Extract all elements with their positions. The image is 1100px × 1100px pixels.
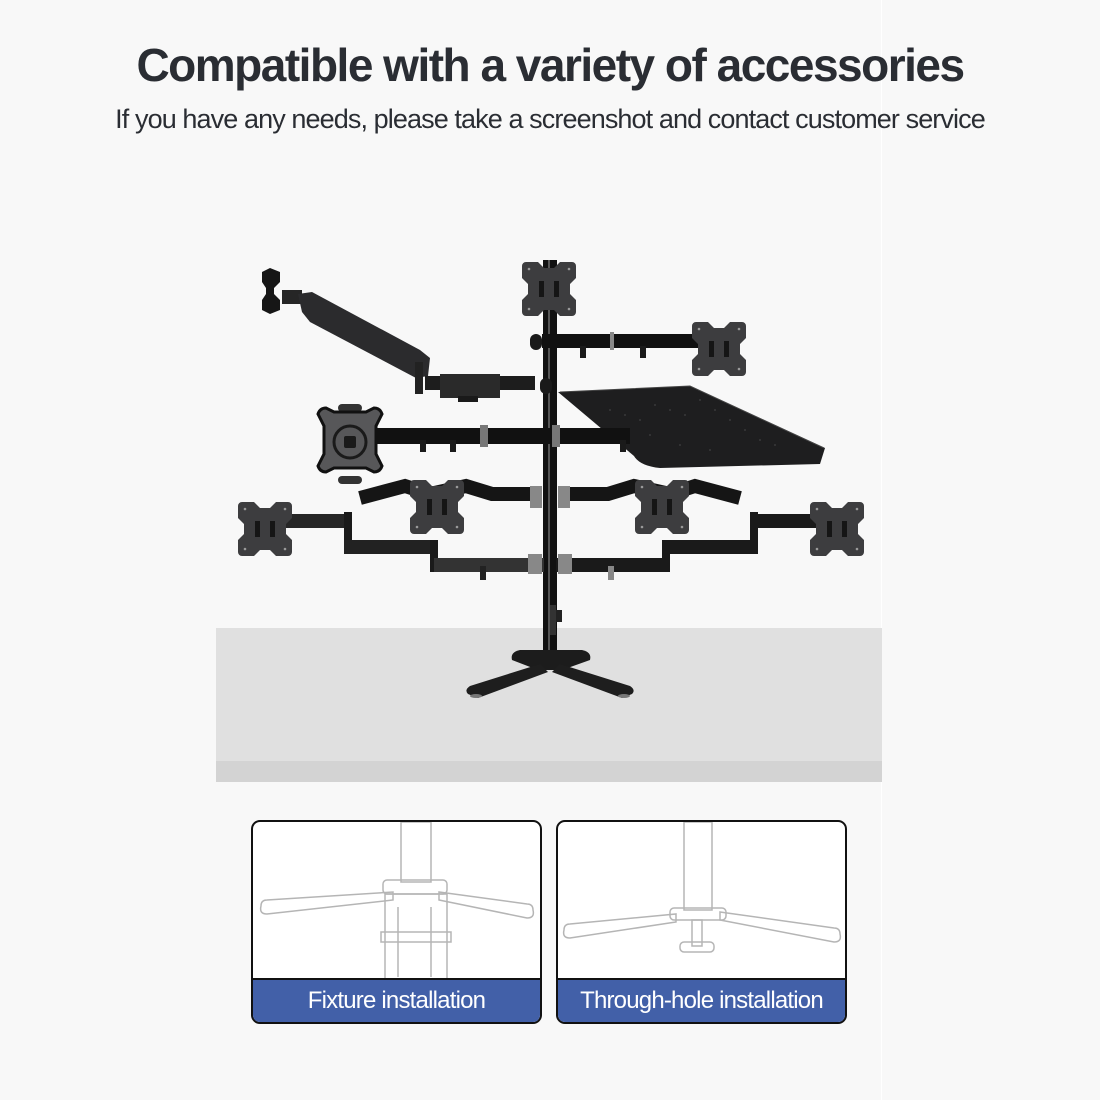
through-hole-installation-label: Through-hole installation bbox=[558, 978, 845, 1022]
grommet-mount-diagram-icon bbox=[562, 822, 842, 953]
page-title: Compatible with a variety of accessories bbox=[136, 39, 965, 91]
through-hole-installation-card: Through-hole installation bbox=[556, 820, 847, 1024]
monitor-stand-image bbox=[238, 260, 864, 698]
clamp-mount-diagram-icon bbox=[259, 822, 535, 980]
desk-edge bbox=[216, 761, 882, 782]
page-subtitle: If you have any needs, please take a scr… bbox=[115, 104, 986, 134]
background-divider bbox=[881, 0, 882, 1100]
fixture-installation-card: Fixture installation bbox=[251, 820, 542, 1024]
fixture-installation-label: Fixture installation bbox=[253, 978, 540, 1022]
